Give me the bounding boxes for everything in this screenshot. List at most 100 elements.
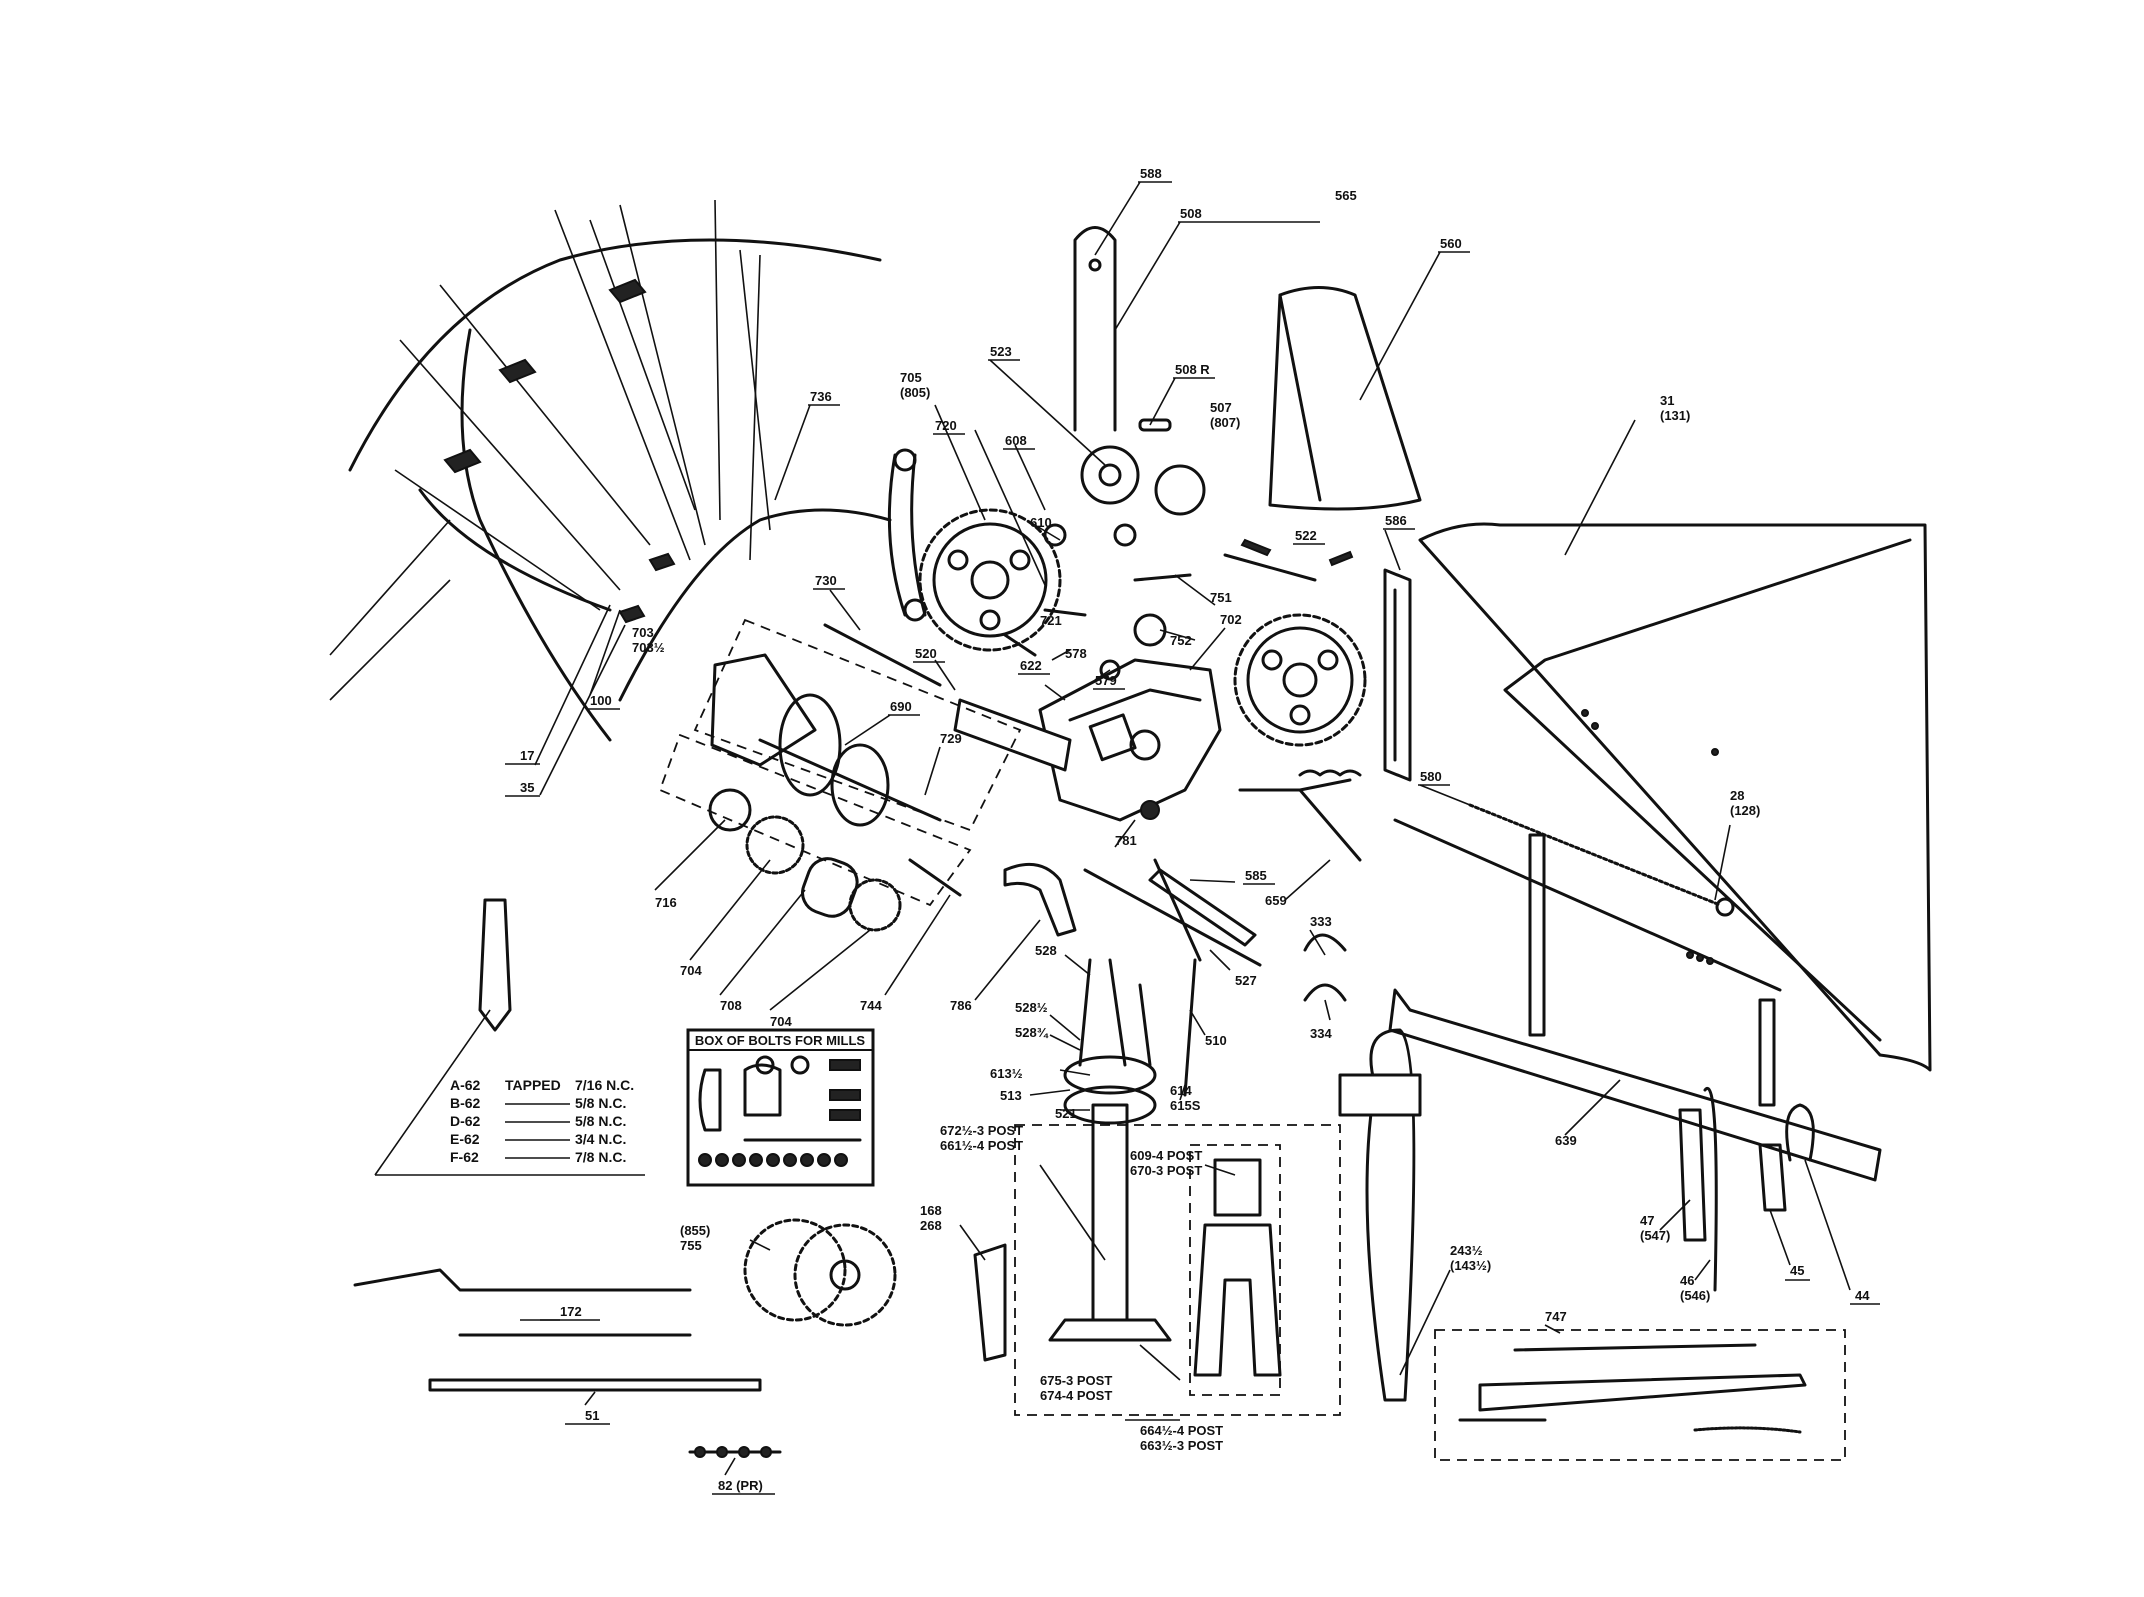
vane-strut	[1758, 998, 1776, 1107]
bolt-code: D-62	[450, 1113, 481, 1129]
leader-lines	[520, 181, 1851, 1476]
part-label: 45	[1790, 1263, 1804, 1278]
bolt-size: 7/8 N.C.	[575, 1149, 626, 1165]
part-label: 334	[1310, 1026, 1332, 1041]
bolt-size: 3/4 N.C.	[575, 1131, 626, 1147]
furl-lever	[1073, 226, 1117, 432]
wheel-sail-blade	[460, 328, 612, 742]
wheel-outer-rim	[348, 238, 882, 472]
part-label: 736	[810, 389, 832, 404]
bracket-659	[1238, 778, 1362, 862]
bolt-code: E-62	[450, 1131, 480, 1147]
part-label: 744	[860, 998, 882, 1013]
wheel-clamp	[498, 358, 537, 384]
bolt-size: 5/8 N.C.	[575, 1113, 626, 1129]
part-label: (855)755	[680, 1223, 710, 1253]
part-label: 47(547)	[1640, 1213, 1670, 1243]
sleeve-168	[973, 1243, 1007, 1362]
part-label: 560	[1440, 236, 1462, 251]
part-label: 751	[1210, 590, 1232, 605]
wheel-section	[329, 199, 892, 742]
bolt-code: F-62	[450, 1149, 479, 1165]
part-label: 333	[1310, 914, 1332, 929]
part-label: 639	[1555, 1133, 1577, 1148]
pitman-arm	[887, 453, 927, 617]
part-label: 588	[1140, 166, 1162, 181]
part-label: 35	[520, 780, 534, 795]
bolt-code: A-62	[450, 1077, 481, 1093]
part-label: 608	[1005, 433, 1027, 448]
vane-section	[1388, 522, 1932, 1182]
vane-strut	[1528, 833, 1546, 1037]
bushing-708	[801, 857, 859, 918]
pin-721	[1043, 608, 1087, 617]
part-label: 510	[1205, 1033, 1227, 1048]
part-label: 622	[1020, 658, 1042, 673]
part-label: 578	[1065, 646, 1087, 661]
part-label: 690	[890, 699, 912, 714]
part-label: 521	[1055, 1106, 1077, 1121]
bolt-code: B-62	[450, 1095, 481, 1111]
subassembly-outline	[658, 733, 972, 907]
part-label: 100	[590, 693, 612, 708]
bolt-note: TAPPED	[505, 1077, 561, 1093]
pulley-wheel	[1080, 445, 1140, 505]
part-label: 17	[520, 748, 534, 763]
vane-lower-bar	[1393, 818, 1782, 992]
post-clamp	[1193, 1158, 1282, 1377]
main-pipe	[1048, 1103, 1172, 1342]
assembly-outline	[693, 618, 1022, 832]
part-label: 720	[935, 418, 957, 433]
o-ring	[1154, 464, 1206, 516]
part-label: 508	[1180, 206, 1202, 221]
part-label: 508 R	[1175, 362, 1210, 377]
bolt-box-panel: BOX OF BOLTS FOR MILLS	[686, 1028, 875, 1187]
part-label: 31(131)	[1660, 393, 1690, 423]
tail-assembly-outline	[1434, 1329, 1846, 1461]
wheel-clamp	[648, 552, 676, 572]
part-label: 659	[1265, 893, 1287, 908]
part-label: 520	[915, 646, 937, 661]
pin-522	[1223, 553, 1317, 582]
tail-hinge-arm	[1383, 568, 1412, 782]
part-label: 51	[585, 1408, 599, 1423]
rod-510	[1183, 958, 1197, 1097]
part-label: 704	[770, 1014, 792, 1029]
part-label: 747	[1545, 1309, 1567, 1324]
bolt-a62	[478, 898, 512, 1032]
shaft-730	[823, 623, 942, 687]
part-label: 523	[990, 344, 1012, 359]
bolt-size: 7/16 N.C.	[575, 1077, 634, 1093]
post-cap-outline	[1189, 1144, 1281, 1396]
vane-sheet	[1418, 522, 1932, 1072]
part-label: 527	[1235, 973, 1257, 988]
part-label: 586	[1385, 513, 1407, 528]
post-assembly-outline	[1014, 1124, 1341, 1416]
bracket-46	[1703, 1086, 1718, 1292]
part-label: 721	[1040, 613, 1062, 628]
vane-frame-brace	[1503, 538, 1912, 1042]
part-label: 708	[720, 998, 742, 1013]
part-label: 513	[1000, 1088, 1022, 1103]
turntable-cover	[1268, 286, 1422, 511]
main-casting	[953, 658, 1222, 822]
housing-assembly	[710, 653, 942, 827]
part-label: 28(128)	[1730, 788, 1760, 818]
part-label: 580	[1420, 769, 1442, 784]
part-label: 702	[1220, 612, 1242, 627]
part-label: 585	[1245, 868, 1267, 883]
rod-51	[428, 1378, 762, 1392]
small-gear-716	[708, 788, 752, 832]
main-gear	[918, 508, 1062, 652]
part-label: 507(807)	[1210, 400, 1240, 430]
part-label: 705(805)	[900, 370, 930, 400]
lever-786	[1003, 862, 1077, 937]
pump-rod-243	[1365, 1028, 1416, 1402]
part-label: 752	[1170, 633, 1192, 648]
part-label: 528	[1035, 943, 1057, 958]
wheel-clamp	[443, 448, 482, 474]
part-label: 243½(143½)	[1450, 1243, 1491, 1273]
part-label: 704	[680, 963, 702, 978]
